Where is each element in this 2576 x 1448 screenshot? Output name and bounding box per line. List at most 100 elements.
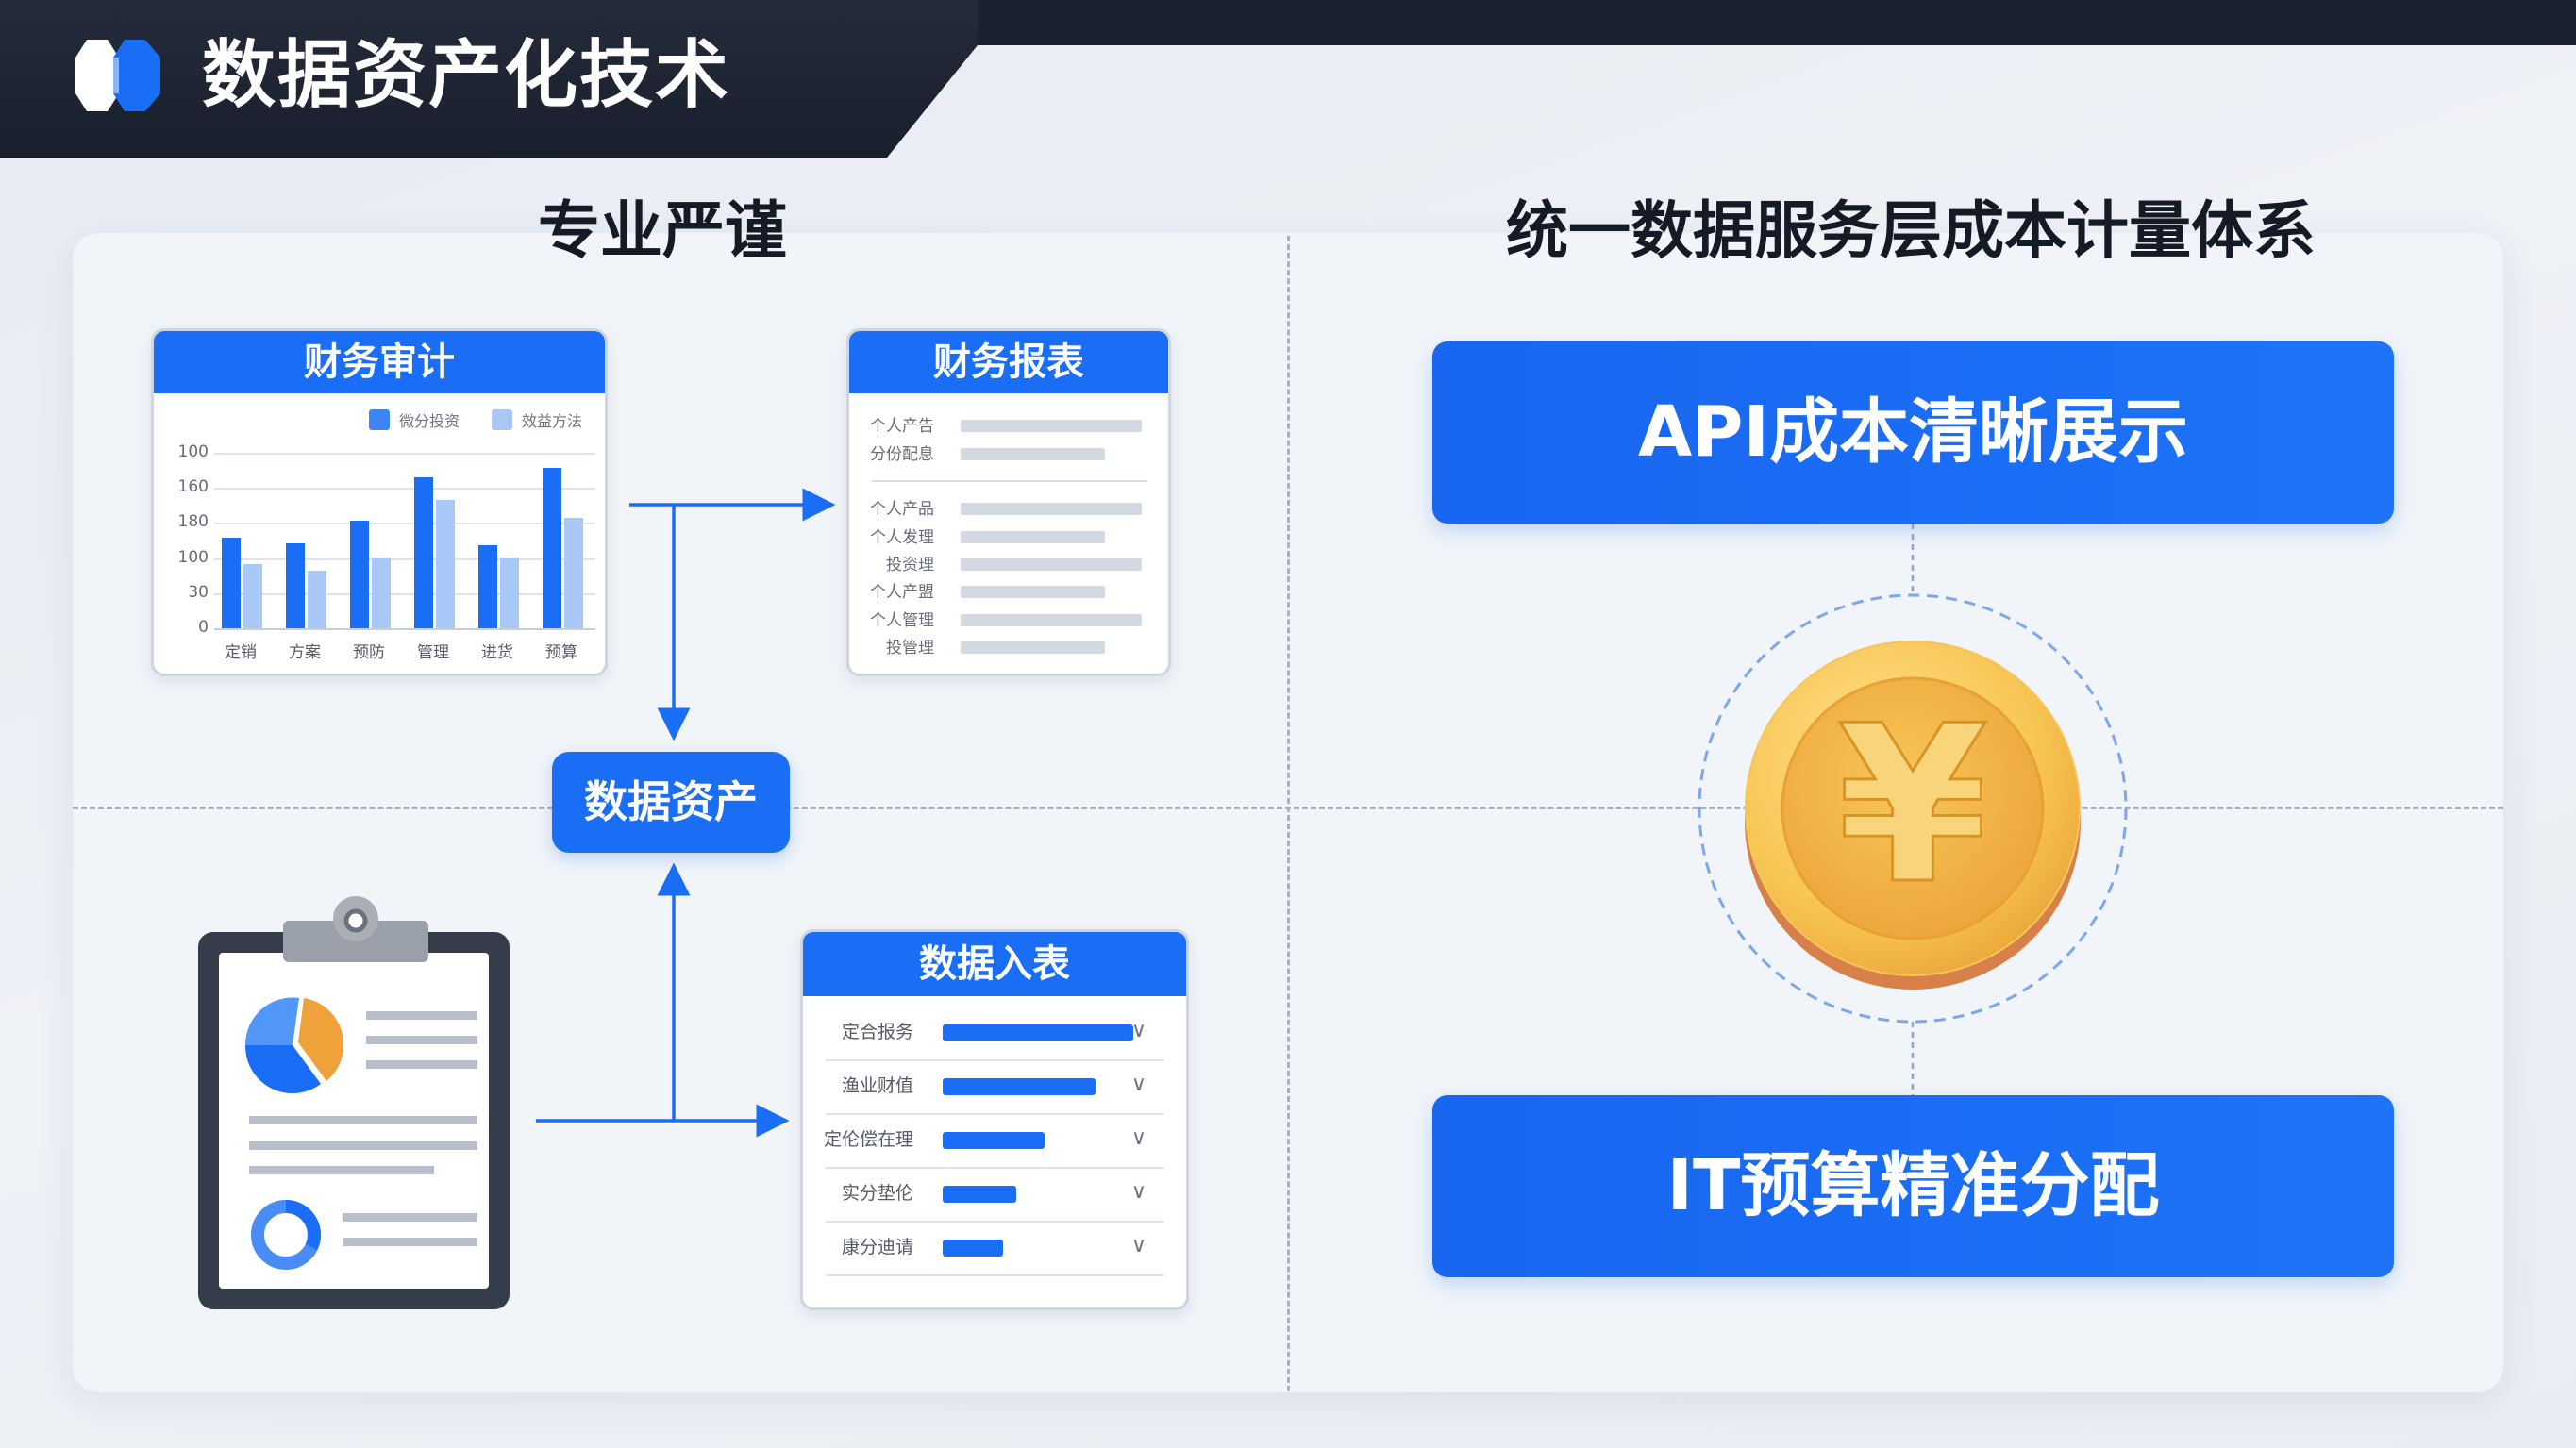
y-tick: 160 — [177, 477, 209, 496]
svg-text:¥: ¥ — [1837, 680, 1988, 932]
bar-series1 — [286, 543, 305, 628]
report-row: 个人产盟 — [849, 578, 1168, 607]
chevron-down-icon[interactable]: ∨ — [1130, 1180, 1146, 1204]
report-row-label: 分份配息 — [870, 445, 934, 464]
ingest-row-label: 实分垫伦 — [841, 1183, 913, 1204]
clipboard-report-icon — [198, 896, 510, 1309]
bar-series2 — [500, 558, 519, 628]
ingest-row-label: 定合报务 — [841, 1022, 913, 1042]
x-tick: 方案 — [289, 643, 321, 662]
ingest-row-bar — [943, 1078, 1096, 1095]
report-row-bar — [961, 641, 1105, 654]
chevron-down-icon[interactable]: ∨ — [1130, 1126, 1146, 1150]
report-row-label: 个人产品 — [870, 500, 934, 519]
ingest-row[interactable]: 实分垫伦 ∨ — [826, 1169, 1163, 1223]
report-row: 个人产品 — [849, 495, 1168, 524]
bar-series2 — [564, 518, 583, 628]
audit-card-title: 财务审计 — [154, 331, 605, 393]
report-row-label: 个人产告 — [870, 417, 934, 436]
bar-series1 — [478, 545, 497, 628]
api-cost-display-button[interactable]: API成本清晰展示 — [1432, 341, 2394, 524]
gridline — [214, 593, 595, 595]
x-tick: 管理 — [417, 643, 449, 662]
data-ingest-card: 数据入表 定合报务 ∨ 渔业财值 ∨ 定伦偿在理 ∨ 实分垫伦 ∨ 康分迪请 ∨ — [800, 929, 1189, 1310]
report-row-label: 个人产盟 — [870, 583, 934, 602]
gridline — [214, 453, 595, 455]
legend-swatch-light — [492, 409, 512, 430]
x-tick: 进货 — [481, 643, 513, 662]
x-tick: 预算 — [545, 643, 577, 662]
data-asset-node: 数据资产 — [552, 752, 790, 853]
y-tick: 30 — [188, 583, 209, 602]
horizontal-divider — [73, 807, 2503, 809]
coin-diagram: ¥ — [1698, 524, 2128, 1095]
legend-item-2: 效益方法 — [492, 408, 582, 431]
page-title: 数据资产化技术 — [202, 33, 731, 118]
ingest-row[interactable]: 定合报务 ∨ — [826, 1007, 1163, 1061]
y-tick: 100 — [177, 548, 209, 567]
report-row-label: 个人管理 — [870, 611, 934, 630]
chevron-down-icon[interactable]: ∨ — [1130, 1234, 1146, 1257]
bar-plot-area — [214, 453, 595, 628]
report-row-label: 投管理 — [886, 639, 934, 657]
ingest-row-label: 康分迪请 — [841, 1237, 913, 1257]
ingest-row-bar — [943, 1240, 1003, 1257]
bar-series1 — [414, 477, 433, 628]
report-row-bar — [961, 503, 1142, 515]
bar-series2 — [372, 558, 391, 628]
ingest-row-bar — [943, 1186, 1016, 1203]
chevron-down-icon[interactable]: ∨ — [1130, 1073, 1146, 1096]
gridline — [214, 488, 595, 490]
bar-series2 — [308, 571, 326, 628]
ingest-row[interactable]: 定伦偿在理 ∨ — [823, 1115, 1163, 1169]
yuan-coin-icon: ¥ — [1745, 641, 2081, 990]
x-tick: 预防 — [353, 643, 385, 662]
x-axis — [214, 628, 595, 630]
report-card-title: 财务报表 — [849, 331, 1168, 393]
y-tick: 100 — [177, 442, 209, 461]
bar-series1 — [543, 468, 561, 628]
gridline — [214, 558, 595, 560]
report-row-bar — [961, 531, 1105, 543]
header-title-slab — [0, 0, 978, 158]
bar-series1 — [222, 538, 241, 628]
report-row: 个人发理 — [849, 524, 1168, 552]
ingest-card-title: 数据入表 — [803, 932, 1186, 996]
report-row-bar — [961, 448, 1105, 460]
report-row: 个人产告 — [849, 412, 1168, 441]
bar-series1 — [350, 521, 369, 628]
bar-series2 — [243, 564, 262, 628]
audit-chart-card: 财务审计 微分投资 效益方法 100 160 180 100 30 0 定销 方… — [151, 328, 608, 676]
left-section-heading: 专业严谨 — [538, 194, 787, 267]
report-row-bar — [961, 614, 1142, 626]
ingest-row-bar — [943, 1132, 1045, 1149]
x-tick: 定销 — [225, 643, 257, 662]
report-row-bar — [961, 558, 1142, 571]
report-row-label: 个人发理 — [870, 528, 934, 547]
right-section-heading: 统一数据服务层成本计量体系 — [1506, 194, 2316, 267]
report-row: 投管理 — [849, 634, 1168, 662]
report-row-bar — [961, 586, 1105, 598]
report-row: 个人管理 — [849, 607, 1168, 635]
financial-report-card: 财务报表 个人产告 分份配息 个人产品 个人发理 投资理 个人产盟 个人管理 投… — [846, 328, 1171, 676]
ingest-row-label: 定伦偿在理 — [823, 1129, 913, 1150]
y-tick: 0 — [198, 618, 209, 637]
legend-item-1: 微分投资 — [369, 408, 460, 431]
report-row-label: 投资理 — [886, 556, 934, 574]
bar-series2 — [436, 500, 455, 628]
legend-swatch-dark — [369, 409, 390, 430]
it-budget-allocation-button[interactable]: IT预算精准分配 — [1432, 1095, 2394, 1277]
report-row: 分份配息 — [849, 441, 1168, 469]
ingest-row-label: 渔业财值 — [841, 1075, 913, 1096]
report-row-bar — [961, 420, 1142, 432]
chevron-down-icon[interactable]: ∨ — [1130, 1019, 1146, 1042]
ingest-row-bar — [943, 1024, 1133, 1041]
report-separator — [872, 480, 1147, 482]
y-tick: 180 — [177, 512, 209, 531]
vertical-divider — [1287, 236, 1290, 1391]
ingest-row[interactable]: 渔业财值 ∨ — [826, 1061, 1163, 1115]
ingest-row[interactable]: 康分迪请 ∨ — [826, 1223, 1163, 1276]
gridline — [214, 523, 595, 524]
legend-label: 微分投资 — [399, 412, 460, 430]
